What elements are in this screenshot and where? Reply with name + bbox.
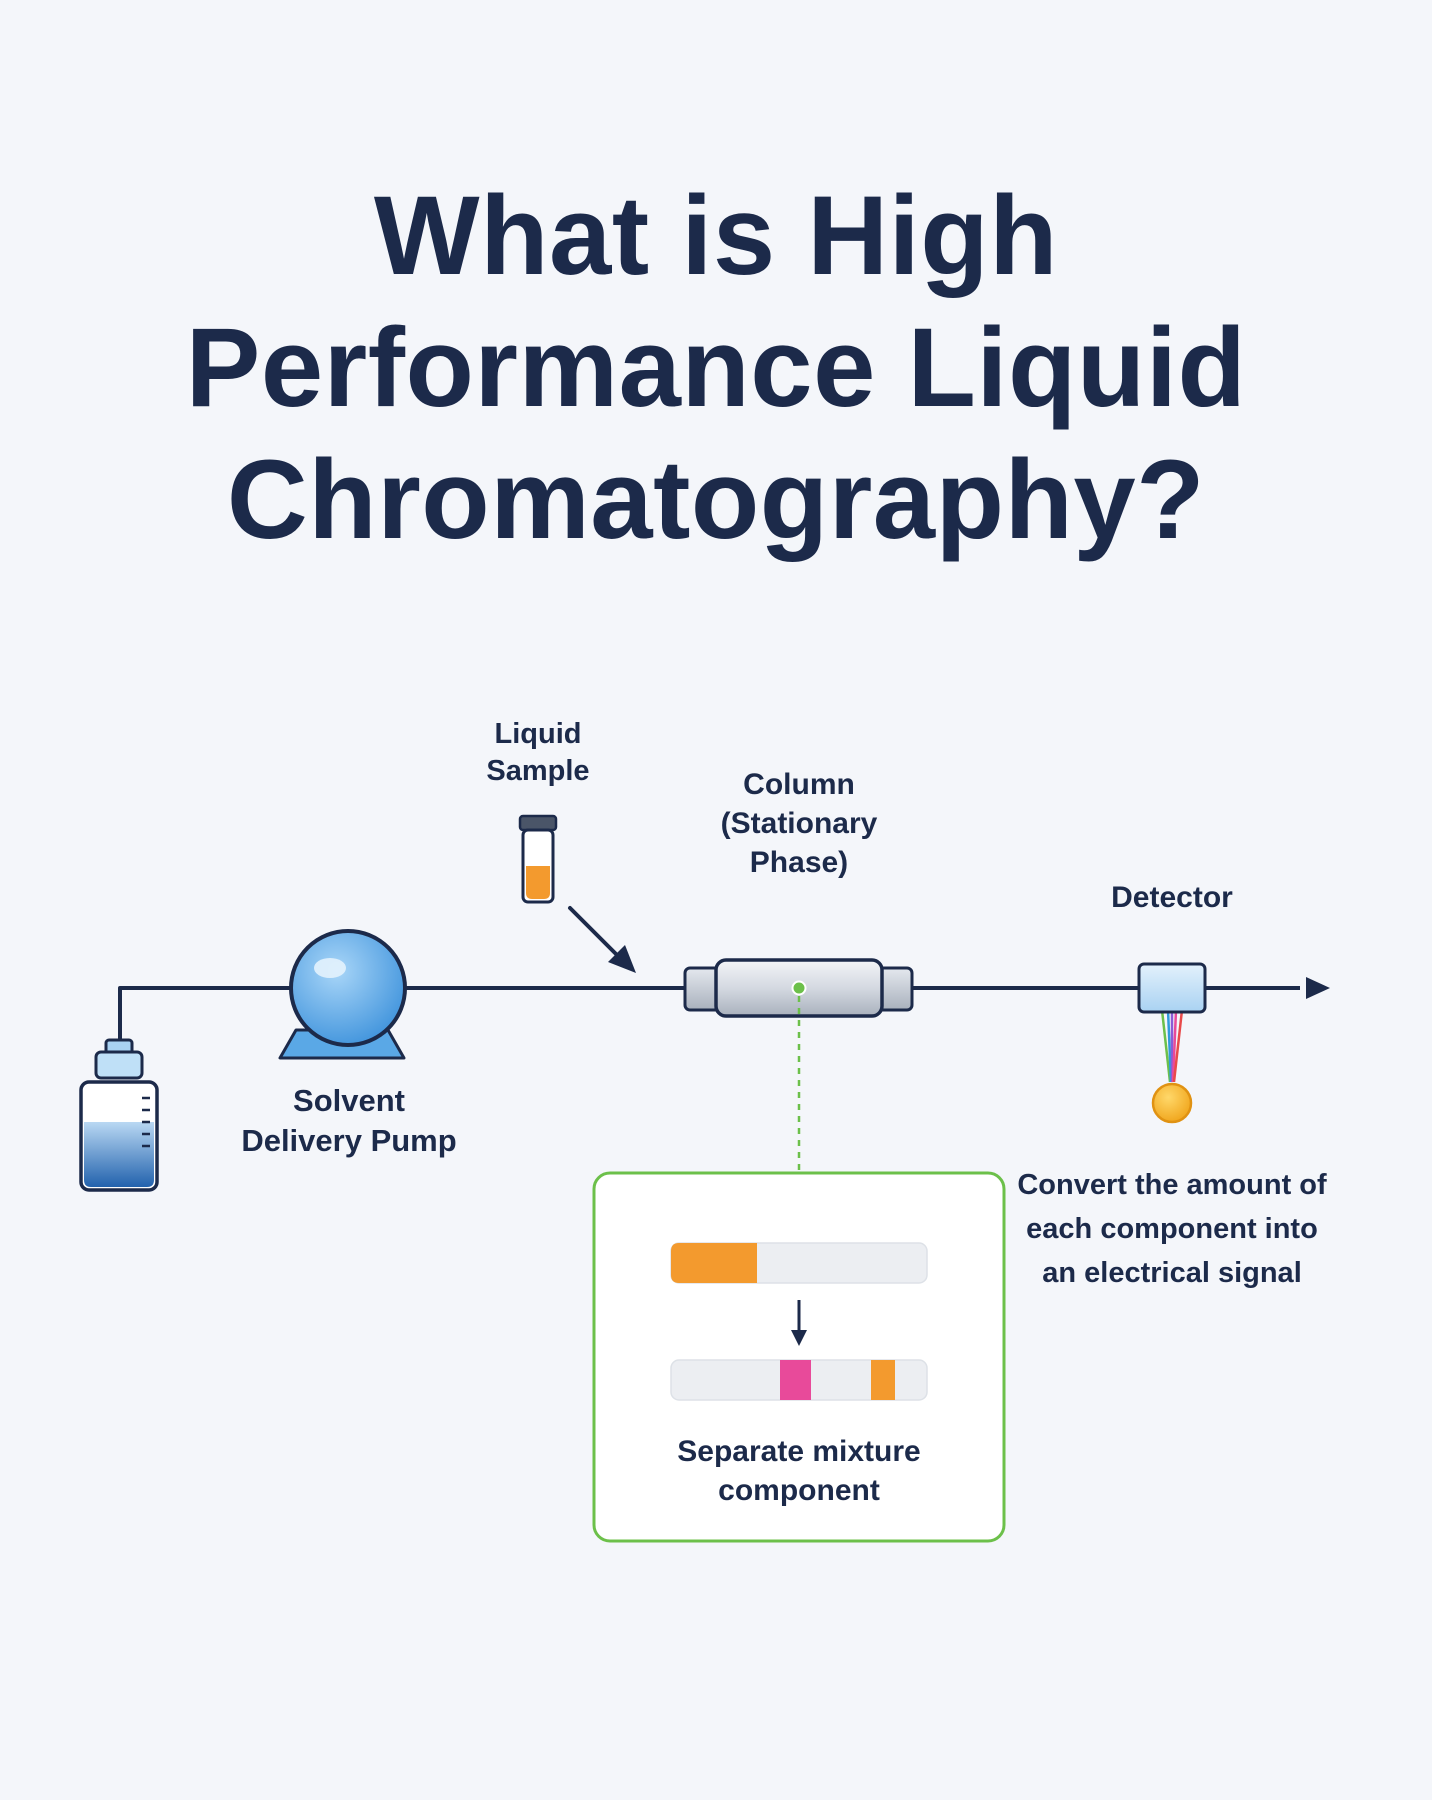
solvent-bottle-icon [79,1038,159,1192]
detector-icon [1137,962,1207,1124]
title-line-2: Performance Liquid [185,305,1247,430]
liquid-sample-label-line-1: Liquid [495,718,582,750]
component-band-orange [871,1360,895,1400]
separation-label-line-2: component [718,1474,880,1507]
column-label-line-1: Column [743,768,855,801]
title-line-3: Chromatography? [226,437,1206,562]
separated-bar [670,1359,928,1401]
sample-vial-icon [518,814,558,904]
separation-label-line-1: Separate mixture [677,1435,920,1468]
page-title: What is High Performance Liquid Chromato… [0,170,1432,566]
separation-box: Separate mixture component [592,1171,1006,1543]
pump-icon [278,929,407,1060]
signal-output-icon [1151,1082,1193,1124]
liquid-sample-label-line-2: Sample [486,755,589,787]
detector-note-line-1: Convert the amount of [1017,1169,1327,1201]
detector-label: Detector [1111,881,1233,914]
column-label-line-3: Phase) [750,846,848,879]
column-icon [683,958,914,1018]
detector-note-line-2: each component into [1026,1213,1318,1245]
title-line-1: What is High [373,173,1059,298]
separation-arrow [791,1300,807,1346]
component-band-pink [780,1360,811,1400]
detector-note-line-3: an electrical signal [1042,1257,1302,1289]
pump-label-line-1: Solvent [293,1083,405,1118]
mixture-bar [670,1242,928,1284]
column-label-line-2: (Stationary [721,807,878,840]
pump-label-line-2: Delivery Pump [241,1123,456,1158]
injection-arrow [568,906,636,973]
flow-arrow-head [1306,977,1330,999]
